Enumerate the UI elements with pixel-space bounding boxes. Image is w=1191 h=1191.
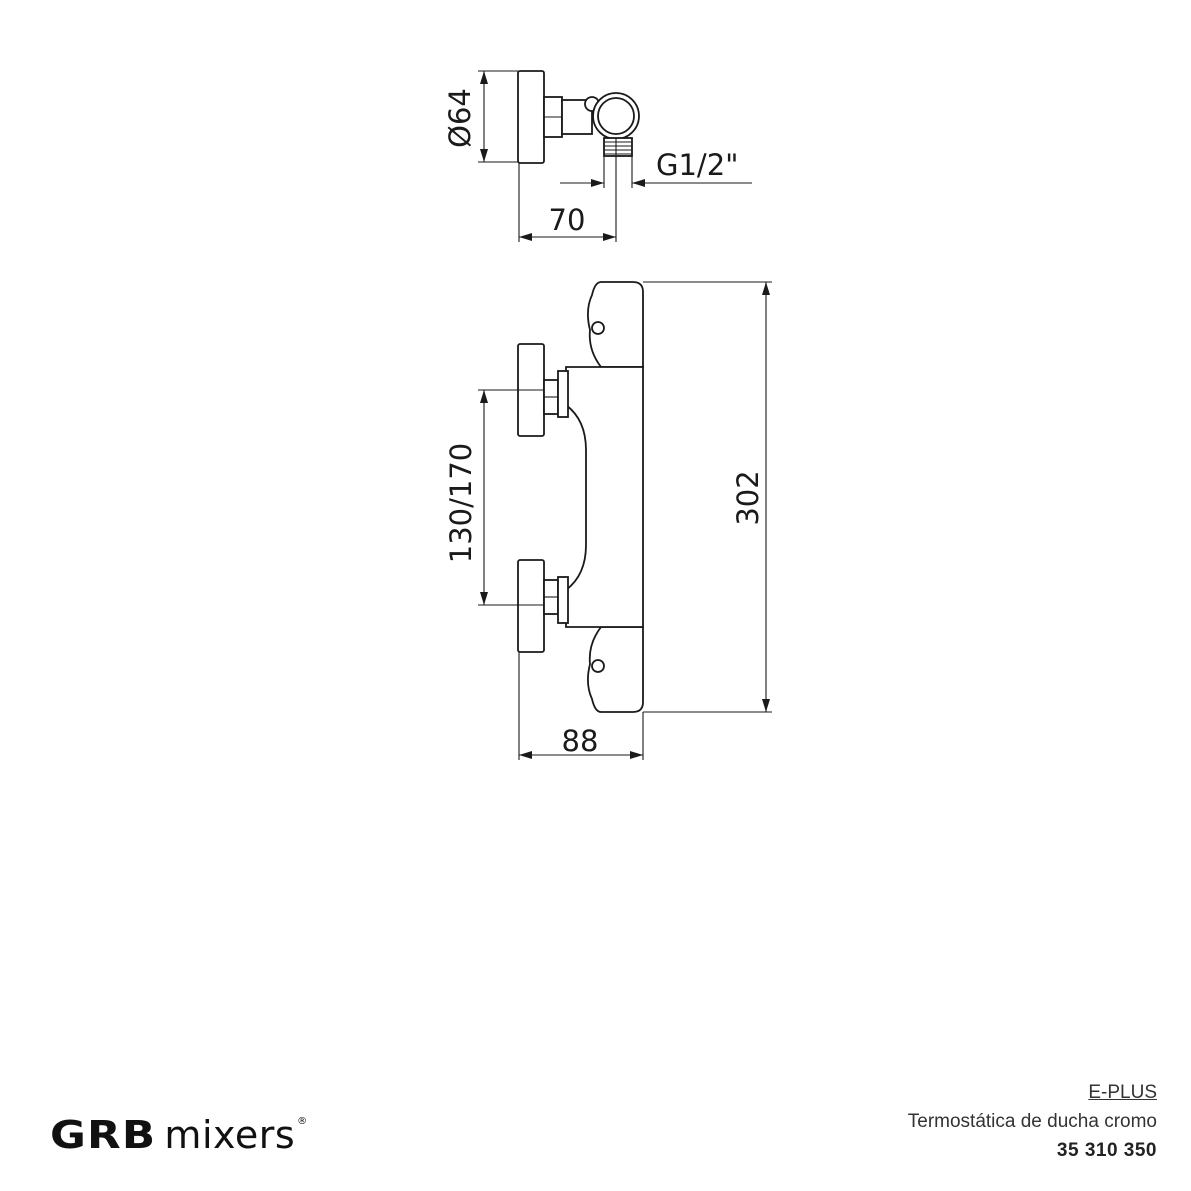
dimension-depth: 70 (518, 138, 617, 242)
dim-width-label: 88 (562, 724, 599, 758)
side-view (517, 70, 640, 164)
dim-depth-label: 70 (549, 203, 586, 237)
registered-mark: ® (297, 1116, 308, 1127)
brand-name-bold: GRB (50, 1113, 157, 1157)
product-description: Termostática de ducha cromo (907, 1111, 1157, 1132)
dim-diameter-label: Ø64 (443, 88, 477, 148)
product-info: E-PLUS Termostática de ducha cromo 35 31… (908, 1078, 1157, 1165)
dim-centers-label: 130/170 (444, 443, 478, 563)
dimension-centers: 130/170 (444, 389, 544, 606)
brand-logo: GRB mixers ® (50, 1113, 307, 1163)
dimension-height: 302 (643, 281, 772, 713)
dimension-diameter: Ø64 (443, 70, 518, 163)
dimension-width: 88 (518, 652, 644, 760)
dim-thread-label: G1/2" (656, 148, 738, 182)
front-view (517, 281, 644, 713)
brand-name-light: mixers (164, 1113, 296, 1157)
product-code: 35 310 350 (1056, 1140, 1157, 1161)
product-model: E-PLUS (1088, 1082, 1157, 1103)
dim-height-label: 302 (731, 470, 765, 525)
dimension-thread: G1/2" (560, 148, 752, 188)
